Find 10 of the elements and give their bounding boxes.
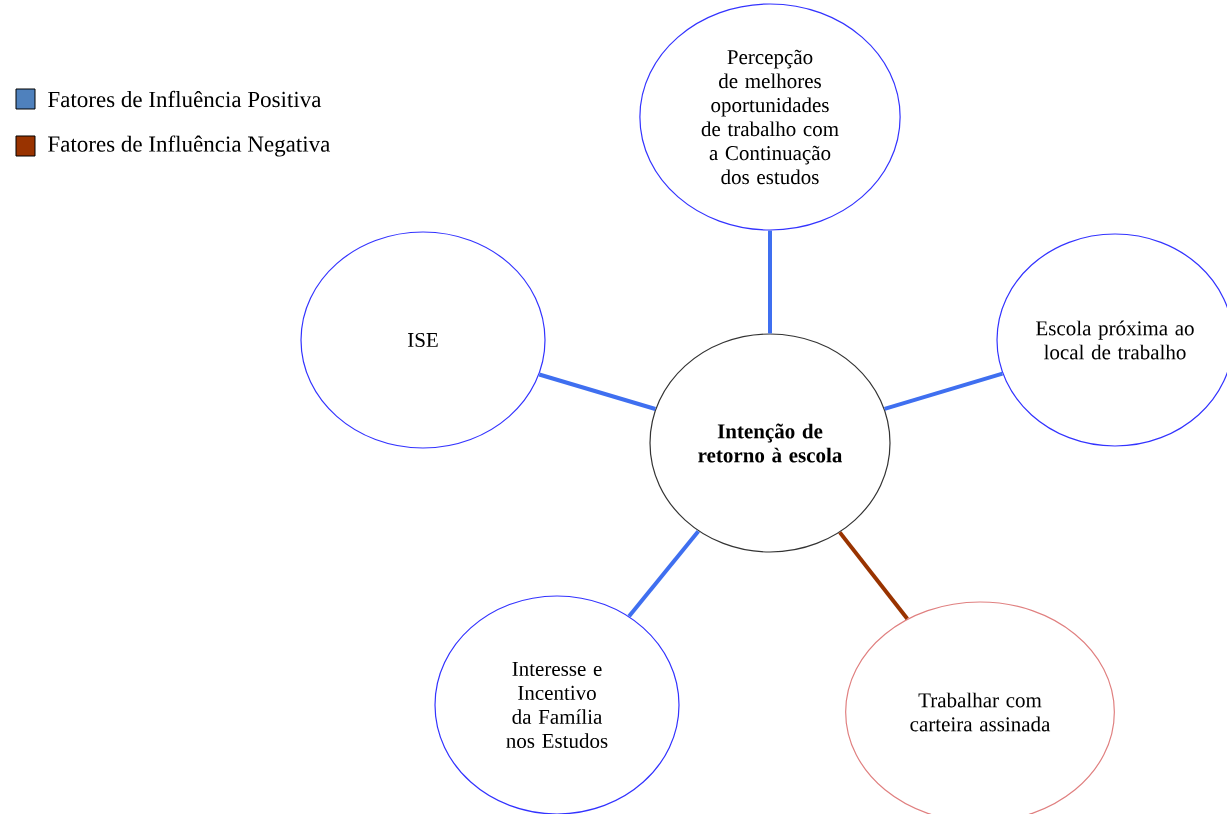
connector-line [768, 230, 772, 334]
ellipse-node: ISE [300, 231, 546, 449]
legend-label: Fatores de Influência Negativa [48, 135, 330, 157]
connector-line [884, 371, 1004, 411]
connector-line [838, 531, 909, 621]
connector-line [538, 372, 656, 411]
connector-line [627, 529, 700, 618]
ellipse-node: Intenção de retorno à escola [649, 333, 891, 553]
ellipse-node: Percepção de melhores oportunidades de trabalho com a Continuação dos estudos [639, 3, 901, 231]
legend-label: Fatores de Influência Positiva [48, 90, 322, 108]
